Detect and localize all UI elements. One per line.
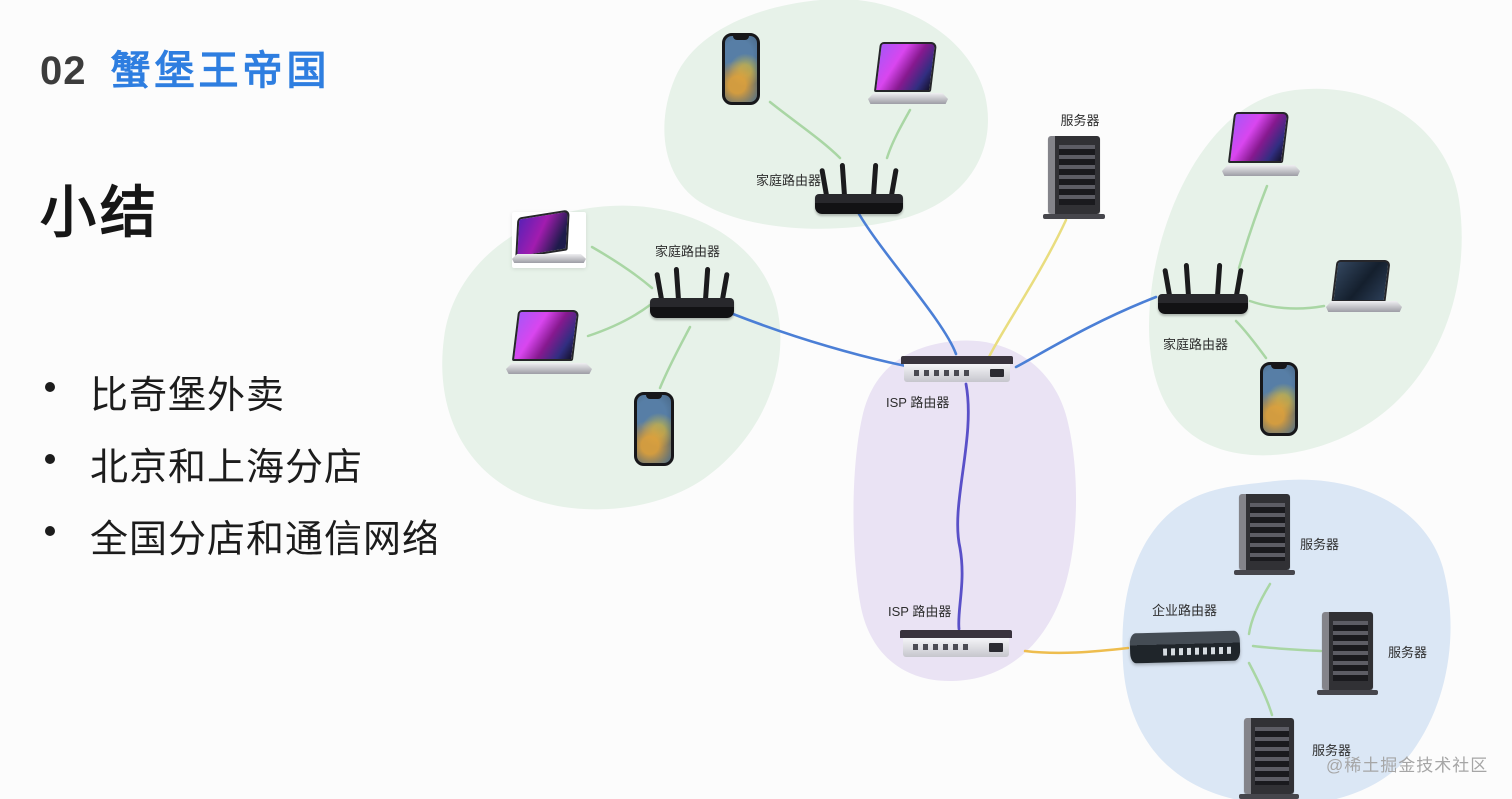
- link-laptop2-router-right: [1248, 299, 1326, 310]
- page-title: 小结: [40, 181, 160, 244]
- bullet-dot: [45, 382, 55, 392]
- link-laptop-router-top: [885, 108, 912, 160]
- enterprise-router-label: 企业路由器: [1152, 603, 1218, 618]
- laptop-icon: [1326, 260, 1402, 312]
- home-router-left-label: 家庭路由器: [655, 244, 721, 259]
- home-network-blob-right: [1149, 88, 1462, 456]
- laptop-base: [868, 93, 948, 104]
- link-isp-backbone: [956, 382, 970, 631]
- isp-router-bottom-label: ISP 路由器: [888, 604, 952, 619]
- list-item: 北京和上海分店: [40, 436, 436, 489]
- laptop-screen: [1331, 260, 1392, 303]
- link-switch-server1: [1247, 582, 1272, 636]
- isp-router-icon: [900, 630, 1012, 657]
- list-item: 全国分店和通信网络: [40, 508, 436, 561]
- watermark: @稀土掘金技术社区: [1326, 756, 1489, 775]
- link-server-isp: [987, 218, 1068, 359]
- home-router-icon: [815, 160, 903, 214]
- enterprise-switch-icon: [1129, 630, 1241, 664]
- standalone-server-label: 服务器: [1060, 113, 1100, 128]
- laptop-icon: [1222, 112, 1300, 176]
- list-item: 比奇堡外卖: [40, 364, 436, 417]
- home-network-blob-left: [442, 205, 781, 510]
- laptop-base: [506, 363, 592, 374]
- wan-links: [731, 212, 1158, 369]
- link-home-right-isp: [1014, 295, 1158, 369]
- link-laptop1-router-right: [1237, 184, 1269, 270]
- smartphone-icon: [722, 33, 760, 105]
- smartphone-icon: [1260, 362, 1298, 436]
- isp-network-blob: [853, 340, 1077, 682]
- link-home-top-isp: [857, 212, 958, 356]
- tower-server-icon: [1239, 718, 1299, 799]
- isp-router-icon: [901, 356, 1013, 382]
- home-router-right-label: 家庭路由器: [1163, 337, 1229, 352]
- laptop-base: [512, 253, 586, 263]
- enterprise-server-label: 服务器: [1312, 743, 1352, 758]
- laptop-screen: [512, 310, 580, 362]
- link-phone-router-top: [768, 100, 842, 160]
- link-phone-router-left: [658, 325, 692, 390]
- bullet-list: 比奇堡外卖 北京和上海分店 全国分店和通信网络: [40, 364, 436, 580]
- link-switch-server2: [1251, 644, 1323, 653]
- laptop-icon: [868, 42, 948, 104]
- section-header: 02 蟹堡王帝国: [40, 38, 331, 96]
- bullet-text: 全国分店和通信网络: [90, 519, 436, 561]
- link-phone-router-right: [1234, 319, 1268, 360]
- laptop-icon: [506, 310, 592, 374]
- lan-links: [586, 100, 1326, 717]
- link-laptop2-router-left: [586, 303, 652, 338]
- bullet-dot: [45, 526, 55, 536]
- bullet-text: 比奇堡外卖: [90, 375, 286, 417]
- link-home-left-isp: [731, 312, 908, 368]
- enterprise-server-label: 服务器: [1300, 537, 1340, 552]
- link-laptop1-router-left: [590, 245, 654, 290]
- link-isp-enterprise: [1023, 646, 1130, 655]
- laptop-icon: [512, 209, 586, 268]
- enterprise-network-blob: [1122, 479, 1451, 799]
- home-router-icon: [650, 266, 734, 318]
- tower-server-icon: [1234, 494, 1295, 575]
- laptop-screen: [515, 209, 571, 259]
- smartphone-icon: [634, 392, 674, 466]
- laptop-screen: [873, 42, 937, 92]
- home-router-top-label: 家庭路由器: [756, 173, 822, 188]
- isp-router-top-label: ISP 路由器: [886, 395, 950, 410]
- bullet-dot: [45, 454, 55, 464]
- link-switch-server3: [1247, 661, 1274, 717]
- laptop-screen: [1227, 112, 1290, 164]
- tower-server-icon: [1317, 612, 1378, 695]
- home-router-icon: [1158, 258, 1248, 314]
- tower-server-icon: [1043, 136, 1105, 219]
- section-title: 蟹堡王帝国: [110, 49, 331, 93]
- laptop-base: [1326, 301, 1402, 312]
- enterprise-server-label: 服务器: [1388, 645, 1428, 660]
- bullet-text: 北京和上海分店: [90, 447, 364, 489]
- laptop-base: [1222, 165, 1300, 176]
- section-number: 02: [40, 49, 87, 93]
